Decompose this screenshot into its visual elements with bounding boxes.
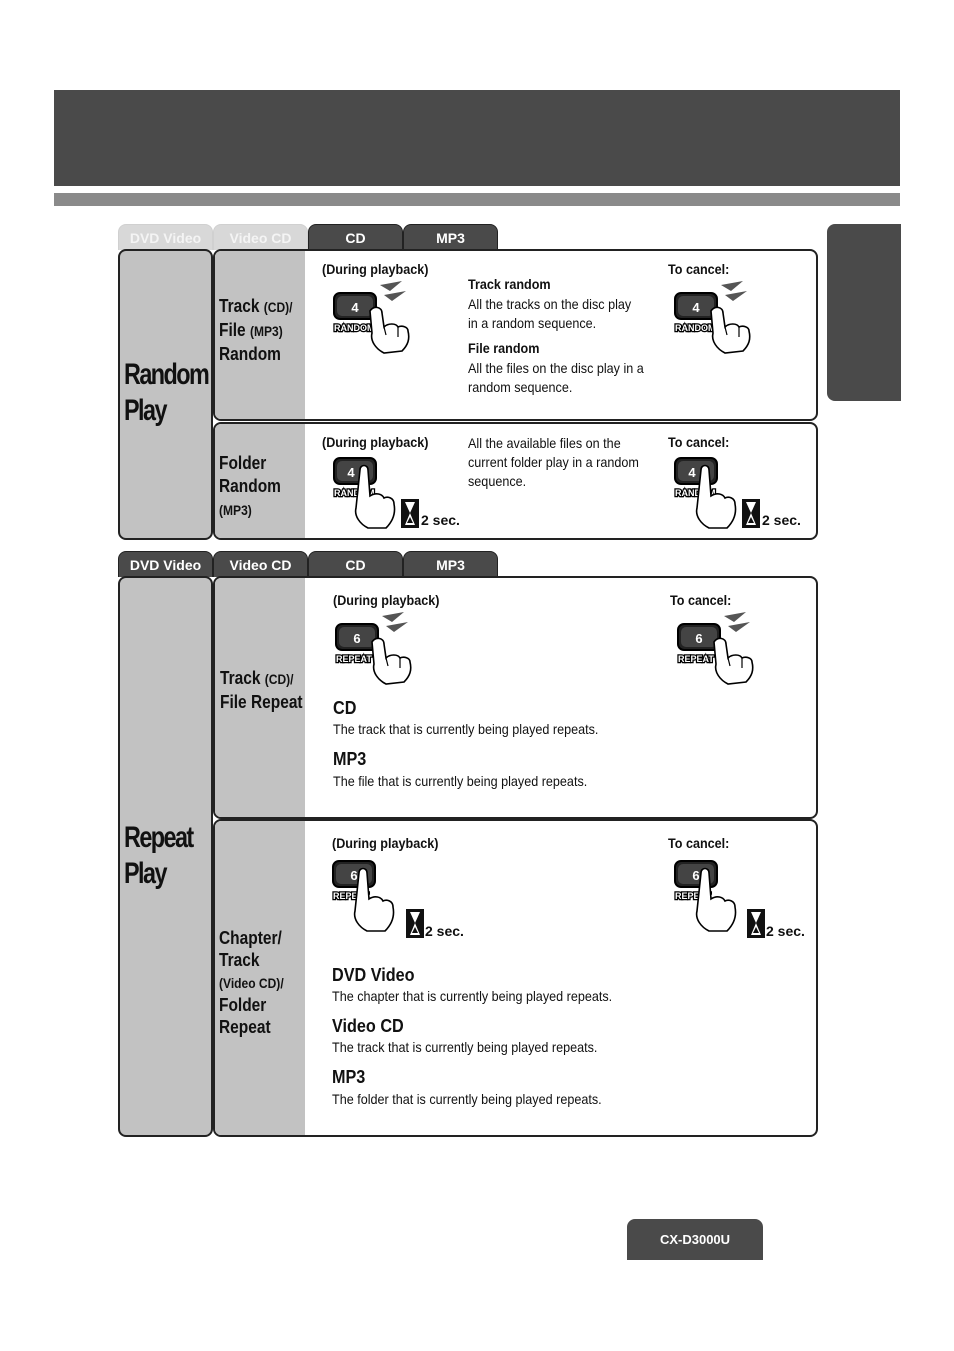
to-cancel-label: To cancel: — [670, 592, 732, 608]
section-side-tab — [827, 224, 901, 401]
cd-heading: CD — [333, 698, 357, 718]
button-number: 4 — [692, 300, 700, 315]
cd-text: The track that is currently being played… — [333, 721, 599, 737]
to-cancel-label: To cancel: — [668, 261, 730, 277]
to-cancel-label: To cancel: — [668, 434, 730, 450]
mp3-heading: MP3 — [332, 1067, 366, 1087]
model-number: CX-D3000U — [627, 1219, 763, 1260]
during-playback-label: (During playback) — [322, 261, 429, 277]
tab-video-cd: Video CD — [213, 224, 308, 250]
hold-duration: 2 sec. — [425, 923, 464, 939]
button-number: 6 — [692, 868, 699, 883]
folder-random-box: Folder Random (MP3) (During playback) 4 … — [213, 422, 818, 540]
during-playback-label: (During playback) — [322, 434, 429, 450]
repeat-play-title-1: Repeat — [124, 821, 194, 854]
random-cancel-button-icon: 4 RANDOM — [674, 281, 751, 354]
during-playback-label: (During playback) — [332, 835, 439, 851]
mp3-heading: MP3 — [333, 749, 367, 769]
random-play-title-1: Random — [124, 358, 210, 391]
random-hold-button-icon: 4 RANDOM — [333, 457, 396, 529]
track-random-text: All the tracks on the disc play in a ran… — [468, 296, 632, 331]
video-cd-text: The track that is currently being played… — [332, 1039, 598, 1055]
hourglass-icon — [747, 909, 765, 938]
chapter-repeat-label: Chapter/ Track (Video CD)/ Folder Repeat — [219, 928, 284, 1037]
file-random-heading: File random — [468, 340, 540, 356]
repeat-cancel-button-icon: 6 REPEAT — [677, 612, 754, 685]
during-playback-label: (During playback) — [333, 592, 440, 608]
track-random-heading: Track random — [468, 276, 551, 292]
hold-duration: 2 sec. — [766, 923, 805, 939]
to-cancel-label: To cancel: — [668, 835, 730, 851]
mp3-text: The folder that is currently being playe… — [332, 1091, 602, 1107]
tab-mp3: MP3 — [403, 551, 498, 577]
random-play-title-2: Play — [124, 394, 167, 427]
tab-mp3: MP3 — [403, 224, 498, 250]
row-label-bg — [215, 424, 305, 538]
folder-random-text: All the available files on the current f… — [468, 435, 639, 489]
dvd-video-heading: DVD Video — [332, 965, 415, 985]
row-label-bg — [215, 578, 305, 817]
header-stripe — [54, 193, 900, 206]
button-number: 4 — [351, 300, 359, 315]
chapter-track-folder-repeat-box: Chapter/ Track (Video CD)/ Folder Repeat… — [213, 819, 818, 1137]
repeat-play-label: Repeat Play — [118, 576, 213, 1137]
hourglass-icon — [406, 909, 424, 938]
row-label-bg — [215, 251, 305, 419]
header-band — [54, 90, 900, 186]
button-text: REPEAT — [336, 654, 372, 664]
repeat-button-press-icon: 6 REPEAT — [335, 612, 412, 685]
tab-cd: CD — [308, 224, 403, 250]
mp3-text: The file that is currently being played … — [333, 773, 588, 789]
random-button-press-icon: 4 RANDOM — [333, 281, 410, 354]
hold-duration: 2 sec. — [421, 512, 460, 528]
button-number: 6 — [695, 631, 702, 646]
hourglass-icon — [742, 499, 760, 528]
random-play-label: Random Play — [118, 249, 213, 540]
track-file-repeat-label: Track (CD)/ File Repeat — [220, 668, 303, 712]
hourglass-icon — [401, 499, 419, 528]
dvd-video-text: The chapter that is currently being play… — [332, 988, 613, 1004]
hold-duration: 2 sec. — [762, 512, 801, 528]
row-label-bg — [215, 821, 305, 1135]
tab-cd: CD — [308, 551, 403, 577]
file-random-text: All the files on the disc play in a rand… — [468, 360, 644, 395]
button-number: 6 — [353, 631, 360, 646]
repeat-cancel-hold-button-icon: 6 REPEAT — [674, 860, 737, 932]
video-cd-heading: Video CD — [332, 1016, 404, 1036]
button-text: RANDOM — [334, 323, 375, 333]
folder-random-label: Folder Random (MP3) — [219, 453, 281, 518]
button-text: REPEAT — [678, 654, 714, 664]
tab-dvd-video: DVD Video — [118, 551, 213, 577]
track-file-random-label: Track (CD)/ File (MP3) Random — [219, 296, 293, 364]
button-number: 4 — [688, 465, 696, 480]
repeat-hold-button-icon: 6 REPEAT — [332, 860, 395, 932]
tab-video-cd: Video CD — [213, 551, 308, 577]
tab-dvd-video: DVD Video — [118, 224, 213, 250]
button-text: RANDOM — [675, 323, 716, 333]
random-cancel-hold-button-icon: 4 RANDOM — [674, 457, 737, 529]
button-number: 4 — [347, 465, 355, 480]
track-file-random-box: Track (CD)/ File (MP3) Random (During pl… — [213, 249, 818, 421]
repeat-play-title-2: Play — [124, 857, 167, 890]
button-number: 6 — [350, 868, 357, 883]
track-file-repeat-box: Track (CD)/ File Repeat (During playback… — [213, 576, 818, 819]
